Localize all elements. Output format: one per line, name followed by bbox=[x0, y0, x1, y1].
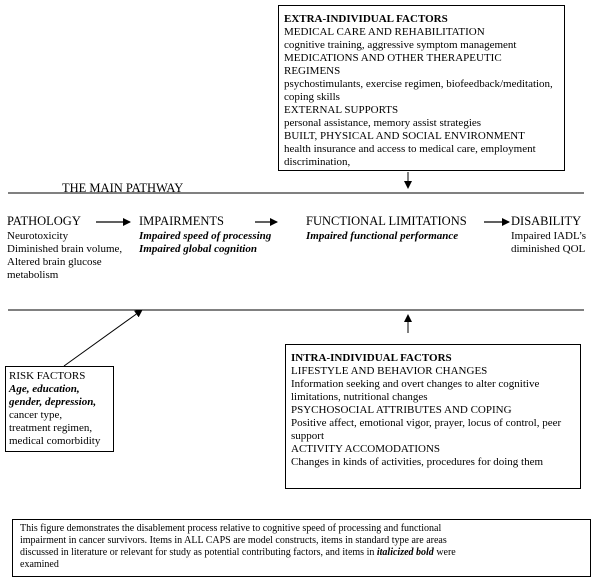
factor-line: Positive affect, emotional vigor, prayer… bbox=[291, 417, 562, 429]
factor-line: Changes in kinds of activities, procedur… bbox=[291, 456, 544, 468]
factor-line: cancer type, bbox=[9, 409, 63, 421]
impairments-node: IMPAIRMENTS Impaired speed of processing… bbox=[139, 213, 271, 256]
node-detail-line: Altered brain glucose bbox=[7, 256, 102, 268]
node-detail-line: Diminished brain volume, bbox=[7, 243, 123, 255]
caption-line-4: examined bbox=[20, 559, 59, 570]
risk-factors-lines: Age, education,gender, depression,cancer… bbox=[9, 383, 111, 448]
disability-heading: DISABILITY bbox=[511, 214, 582, 228]
factor-line: cognitive training, aggressive symptom m… bbox=[284, 39, 517, 51]
caption-line-3: discussed in literature or relevant for … bbox=[20, 547, 586, 559]
factor-line: treatment regimen, bbox=[9, 422, 93, 434]
factor-line: limitations, nutritional changes bbox=[291, 391, 428, 403]
factor-line: LIFESTYLE AND BEHAVIOR CHANGES bbox=[291, 365, 488, 377]
factor-line: MEDICAL CARE AND REHABILITATION bbox=[284, 26, 485, 38]
factor-line: psychostimulants, exercise regimen, biof… bbox=[284, 78, 553, 90]
node-detail-line: Neurotoxicity bbox=[7, 230, 69, 242]
intra-factors-box: INTRA-INDIVIDUAL FACTORS LIFESTYLE AND B… bbox=[285, 344, 581, 489]
functional-limitations-lines: Impaired functional performance bbox=[306, 230, 467, 243]
caption-line-3-pre: discussed in literature or relevant for … bbox=[20, 547, 377, 558]
factor-line: medical comorbidity bbox=[9, 435, 101, 447]
factor-line: support bbox=[291, 430, 324, 442]
extra-factors-box: EXTRA-INDIVIDUAL FACTORS MEDICAL CARE AN… bbox=[278, 5, 565, 171]
node-detail-line: Impaired IADL’s bbox=[511, 230, 587, 242]
caption-line-3-emphasis: italicized bold bbox=[376, 547, 434, 558]
intra-factors-title: INTRA-INDIVIDUAL FACTORS bbox=[291, 352, 452, 364]
functional-limitations-heading: FUNCTIONAL LIMITATIONS bbox=[306, 214, 467, 228]
caption-box: This figure demonstrates the disablement… bbox=[12, 519, 591, 577]
factor-line: REGIMENS bbox=[284, 65, 341, 77]
caption-line-2: impairment in cancer survivors. Items in… bbox=[20, 535, 447, 546]
risk-factors-box: RISK FACTORS Age, education,gender, depr… bbox=[5, 366, 114, 452]
factor-line: personal assistance, memory assist strat… bbox=[284, 117, 482, 129]
factor-line: PSYCHOSOCIAL ATTRIBUTES AND COPING bbox=[291, 404, 512, 416]
factor-line: MEDICATIONS AND OTHER THERAPEUTIC bbox=[284, 52, 502, 64]
factor-line: discrimination, bbox=[284, 156, 351, 168]
factor-line: BUILT, PHYSICAL AND SOCIAL ENVIRONMENT bbox=[284, 130, 525, 142]
factor-line: EXTERNAL SUPPORTS bbox=[284, 104, 399, 116]
factor-line: gender, depression, bbox=[9, 396, 97, 408]
node-detail-line: Impaired speed of processing bbox=[139, 230, 272, 242]
risk-factors-title: RISK FACTORS bbox=[9, 370, 86, 382]
factor-line: coping skills bbox=[284, 91, 340, 103]
factor-line: health insurance and access to medical c… bbox=[284, 143, 536, 155]
factor-line: Age, education, bbox=[9, 383, 80, 395]
node-detail-line: Impaired global cognition bbox=[139, 243, 257, 255]
caption-line-1: This figure demonstrates the disablement… bbox=[20, 523, 442, 534]
node-detail-line: Impaired functional performance bbox=[306, 230, 459, 242]
extra-factors-title: EXTRA-INDIVIDUAL FACTORS bbox=[284, 13, 448, 25]
pathology-heading: PATHOLOGY bbox=[7, 214, 81, 228]
factor-line: ACTIVITY ACCOMODATIONS bbox=[291, 443, 441, 455]
factor-line: Information seeking and overt changes to… bbox=[291, 378, 540, 390]
arrow-risk-up bbox=[63, 309, 143, 367]
impairments-heading: IMPAIRMENTS bbox=[139, 214, 224, 228]
functional-limitations-node: FUNCTIONAL LIMITATIONS Impaired function… bbox=[306, 213, 467, 243]
node-detail-line: diminished QOL bbox=[511, 243, 586, 255]
caption-line-3-post: were bbox=[433, 547, 456, 558]
node-detail-line: metabolism bbox=[7, 269, 59, 281]
main-pathway-title: THE MAIN PATHWAY bbox=[62, 181, 184, 195]
